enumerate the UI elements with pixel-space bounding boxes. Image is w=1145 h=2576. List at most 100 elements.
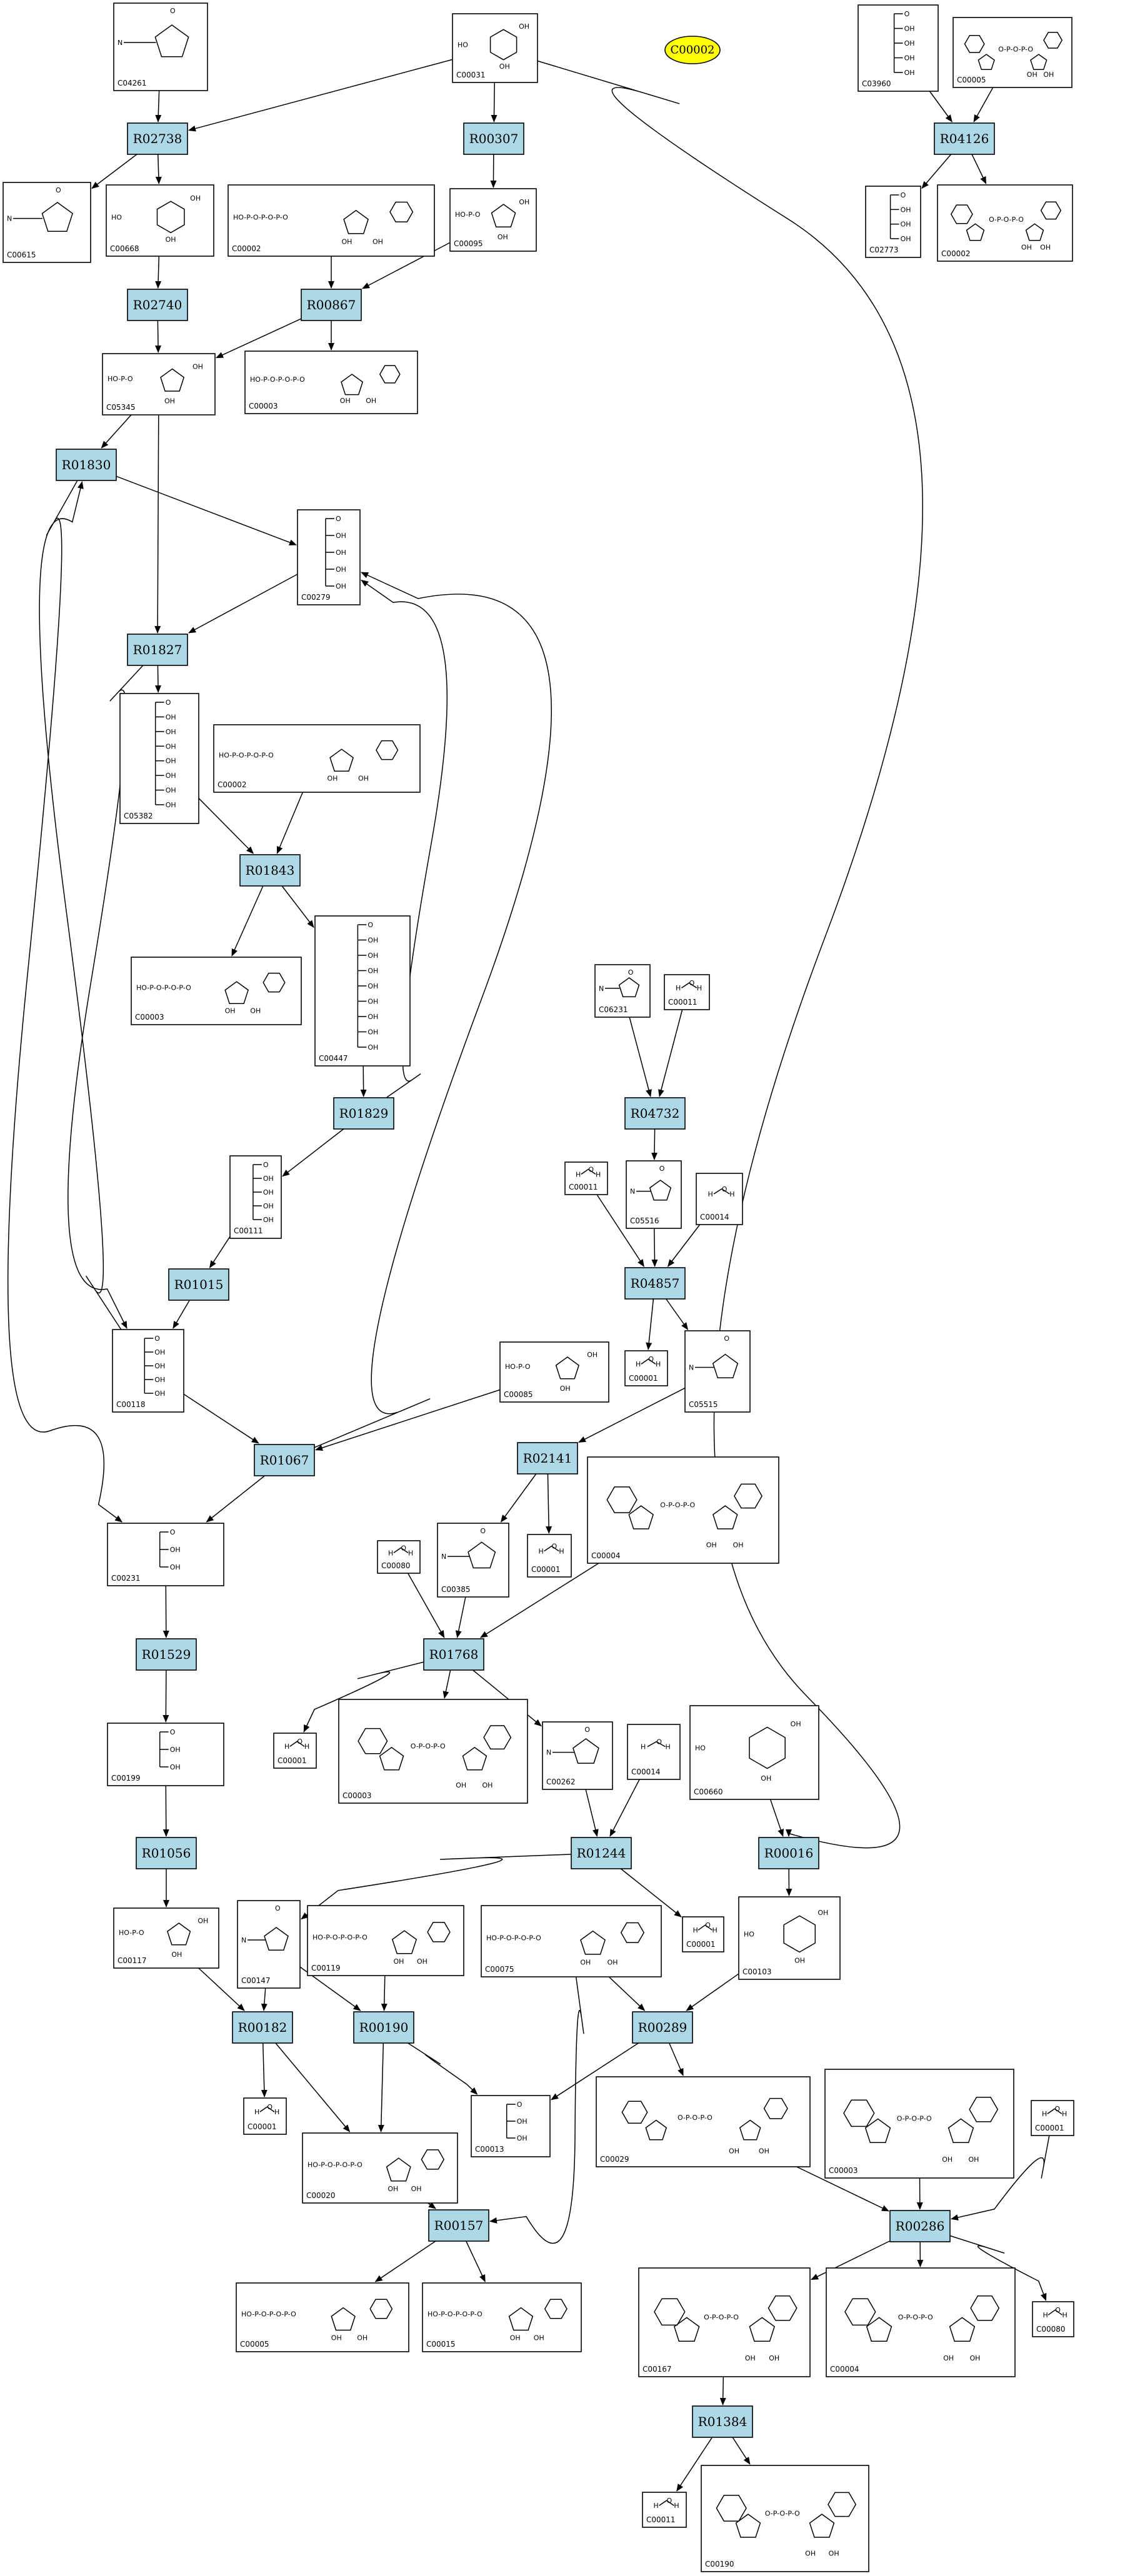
atom-label: N <box>599 985 604 993</box>
compound-id: C00001 <box>531 1565 561 1574</box>
atom-label: OH <box>519 198 529 206</box>
structure-sketch: NO <box>689 1335 739 1379</box>
reaction-node[interactable]: R01829 <box>333 1097 394 1130</box>
structure-sketch: HOH <box>254 2103 279 2116</box>
reaction-node[interactable]: R00016 <box>758 1837 819 1869</box>
reaction-node[interactable]: R01768 <box>423 1638 484 1671</box>
map-title-node[interactable]: C00002 <box>664 36 721 64</box>
reaction-id: R01067 <box>260 1453 309 1468</box>
reaction-node[interactable]: R01067 <box>254 1444 315 1476</box>
compound-box <box>377 1540 421 1574</box>
reaction-node[interactable]: R00190 <box>353 2011 414 2044</box>
reaction-node[interactable]: R01843 <box>239 854 301 887</box>
reaction-node[interactable]: R01827 <box>127 634 188 666</box>
reaction-node[interactable]: R01056 <box>136 1837 197 1869</box>
reaction-node[interactable]: R00286 <box>889 2210 951 2242</box>
atom-label: OH <box>166 772 176 780</box>
reaction-box <box>423 1638 484 1671</box>
atom-label: HO-P-O <box>119 1929 144 1937</box>
reaction-node[interactable]: R01529 <box>136 1638 197 1671</box>
reaction-node[interactable]: R00289 <box>632 2011 693 2044</box>
reaction-node[interactable]: R02141 <box>517 1442 578 1474</box>
reaction-node[interactable]: R02740 <box>127 289 188 321</box>
reaction-node[interactable]: R04126 <box>934 122 995 155</box>
atom-label: O <box>656 1738 662 1746</box>
reaction-node[interactable]: R00157 <box>428 2209 489 2242</box>
reaction-node[interactable]: R00182 <box>232 2011 293 2044</box>
structure-sketch: HOH <box>284 1738 309 1751</box>
reaction-node[interactable]: R04857 <box>624 1267 686 1300</box>
compound-box <box>107 1523 224 1586</box>
reaction-node[interactable]: R02738 <box>127 122 188 155</box>
reaction-node[interactable]: R01015 <box>168 1268 229 1301</box>
reaction-node[interactable]: R01244 <box>571 1837 632 1869</box>
reaction-node[interactable]: R00867 <box>301 289 362 321</box>
reaction-node[interactable]: R00307 <box>463 122 524 155</box>
compound-box <box>471 2095 551 2157</box>
reaction-node[interactable]: R04732 <box>624 1097 686 1130</box>
reaction-id: R00157 <box>434 2218 484 2233</box>
reaction-node[interactable]: R01830 <box>56 449 117 481</box>
reaction-node[interactable]: R01384 <box>692 2405 753 2438</box>
compound-box <box>481 1905 662 1977</box>
